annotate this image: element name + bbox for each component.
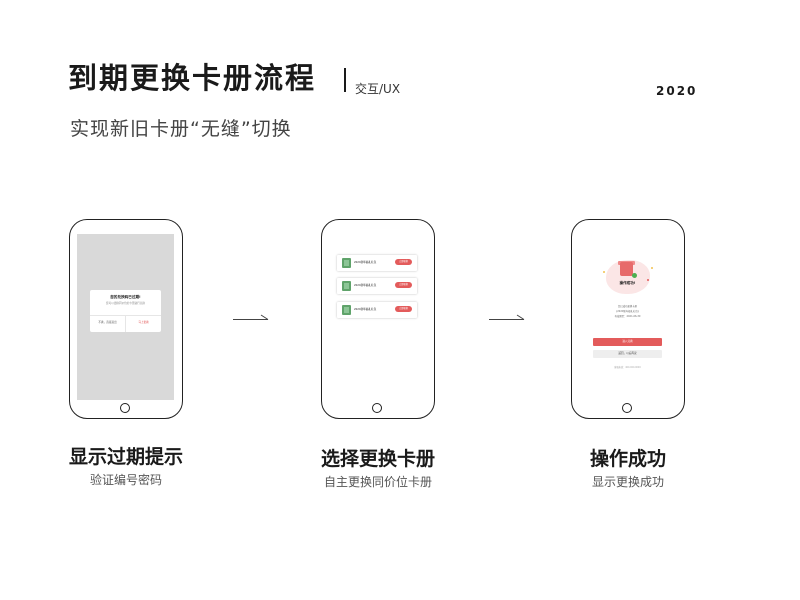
page-subtitle: 实现新旧卡册“无缝”切换 [70,118,292,140]
arrow-right-icon [489,306,525,320]
year-label: 2020 [656,84,698,98]
back-button[interactable]: 返回，以后再说 [593,350,662,358]
check-icon [632,273,637,278]
step-1-title: 显示过期提示 [68,446,183,468]
change-button[interactable]: 立即更换 [395,306,412,312]
success-title: 操作成功! [619,281,636,285]
phone-mockup-select: 2020新年福礼礼包 立即更换 2020新年福礼礼包 立即更换 2020新年福礼… [321,219,435,419]
dialog-description: 您可以更换同价位的卡册进行兑换 [106,302,145,305]
phone-screen: 您的兑换码已过期! 您可以更换同价位的卡册进行兑换 不换，直接退出 马上更换 [77,234,174,400]
change-button[interactable]: 立即更换 [395,282,412,288]
card-name: 2020新年福礼礼包 [354,284,377,287]
cancel-button[interactable]: 不换，直接退出 [98,321,117,324]
card-album-icon [342,258,351,268]
info-line: 《2020新年福礼礼包》 [614,310,641,313]
dialog-divider [90,315,161,316]
footer-hotline: 客服热线：400-000-0000 [614,366,641,369]
card-album-icon [342,281,351,291]
step-1-subtitle: 验证编号密码 [89,473,162,487]
home-button[interactable] [622,403,632,413]
list-item[interactable]: 2020新年福礼礼包 立即更换 [337,255,417,271]
sparkle-icon [651,267,653,269]
list-item[interactable]: 2020新年福礼礼包 立即更换 [337,302,417,318]
sparkle-icon [603,271,605,273]
dialog-title: 您的兑换码已过期! [110,295,141,299]
dialog-button-divider [125,315,126,332]
phone-screen: 2020新年福礼礼包 立即更换 2020新年福礼礼包 立即更换 2020新年福礼… [329,234,426,400]
card-album-icon [342,305,351,315]
list-item[interactable]: 2020新年福礼礼包 立即更换 [337,278,417,294]
card-name: 2020新年福礼礼包 [354,308,377,311]
redeem-button[interactable]: 进入兑换 [593,338,662,346]
sparkle-icon [647,279,649,281]
phone-mockup-expired: 您的兑换码已过期! 您可以更换同价位的卡册进行兑换 不换，直接退出 马上更换 [69,219,183,419]
step-2-subtitle: 自主更换同价位卡册 [323,475,432,489]
home-button[interactable] [120,403,130,413]
confirm-change-button[interactable]: 马上更换 [138,321,149,324]
card-name: 2020新年福礼礼包 [354,261,377,264]
title-divider [344,68,346,92]
change-button[interactable]: 立即更换 [395,259,412,265]
info-line: 您已成功更换卡册 [617,305,638,308]
phone-mockup-success: 操作成功! 您已成功更换卡册 《2020新年福礼礼包》 有效期至：2021-06… [571,219,685,419]
phone-screen: 操作成功! 您已成功更换卡册 《2020新年福礼礼包》 有效期至：2021-06… [579,234,676,400]
page-title: 到期更换卡册流程 [68,61,317,95]
info-line: 有效期至：2021-06-30 [614,315,641,318]
home-button[interactable] [372,403,382,413]
step-3-subtitle: 显示更换成功 [591,475,664,489]
step-2-title: 选择更换卡册 [320,448,435,470]
step-3-title: 操作成功 [589,448,666,470]
expired-dialog: 您的兑换码已过期! 您可以更换同价位的卡册进行兑换 不换，直接退出 马上更换 [90,290,161,332]
gift-icon [620,262,633,276]
arrow-right-icon [233,306,269,320]
title-tag: 交互/UX [355,82,401,96]
